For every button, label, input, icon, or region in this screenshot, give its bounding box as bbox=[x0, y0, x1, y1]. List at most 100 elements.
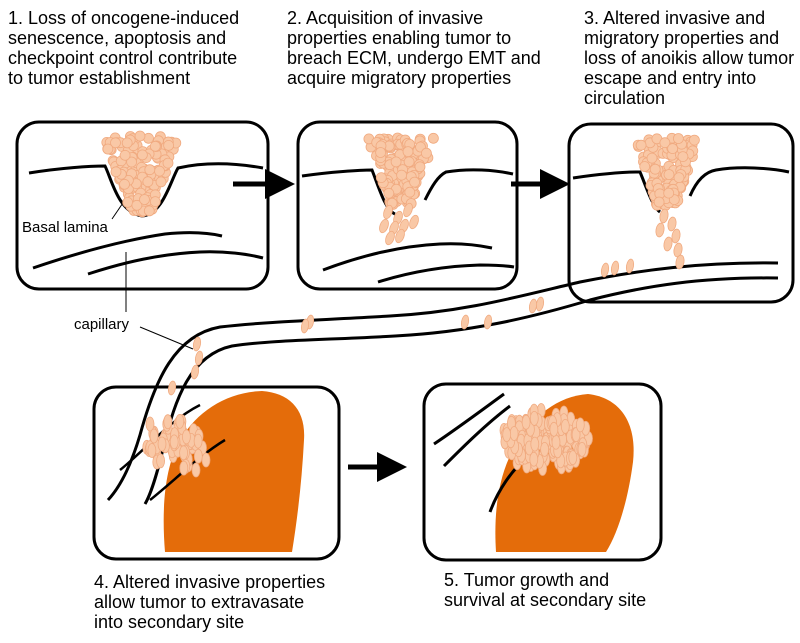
tumor-cell bbox=[300, 318, 310, 334]
tumor-cell bbox=[568, 450, 578, 466]
tumor-cell bbox=[625, 258, 635, 274]
tumor-cell bbox=[409, 176, 421, 188]
tumor-cell bbox=[549, 421, 559, 437]
tumor-cell bbox=[157, 436, 167, 452]
capillary-leader-2 bbox=[139, 326, 194, 350]
tumor-mass-1 bbox=[101, 130, 182, 218]
tumor-mass-3 bbox=[632, 132, 700, 270]
tumor-cell bbox=[671, 228, 681, 244]
tumor-cell bbox=[390, 156, 402, 168]
tumor-cell bbox=[404, 186, 416, 198]
tumor-cell bbox=[383, 204, 393, 220]
extravasating-cells-4 bbox=[142, 413, 211, 478]
tumor-cell bbox=[667, 216, 677, 232]
tumor-cell bbox=[689, 134, 700, 146]
step-4-caption: 4. Altered invasive properties allow tum… bbox=[94, 572, 326, 632]
tumor-cell bbox=[653, 196, 665, 208]
capillary-1-upper bbox=[32, 231, 223, 270]
tumor-cell bbox=[143, 205, 155, 217]
tumor-cell bbox=[403, 202, 413, 218]
tumor-cell bbox=[375, 172, 387, 184]
tumor-cell bbox=[577, 441, 587, 457]
tumor-cell bbox=[149, 196, 161, 208]
tumor-cell bbox=[126, 156, 138, 168]
tumor-cell bbox=[155, 176, 167, 188]
tumor-cell bbox=[131, 199, 143, 211]
tumor-cell bbox=[667, 143, 678, 155]
tumor-cell bbox=[145, 416, 155, 432]
tumor-cell bbox=[169, 434, 179, 450]
tumor-cell bbox=[179, 460, 189, 476]
tumor-cell bbox=[190, 364, 200, 380]
tumor-cell bbox=[575, 417, 585, 433]
tumor-cell bbox=[460, 314, 470, 330]
tumor-cell bbox=[102, 143, 114, 155]
tumor-cell bbox=[139, 194, 150, 205]
tumor-cell bbox=[649, 163, 661, 175]
tumor-cell bbox=[122, 196, 134, 208]
tumor-cell bbox=[530, 436, 540, 452]
tumor-cell bbox=[529, 410, 539, 426]
tumor-cell bbox=[414, 161, 426, 173]
tumor-cell bbox=[655, 222, 665, 238]
tumor-cell bbox=[677, 151, 689, 163]
tumor-cell bbox=[110, 166, 122, 178]
tumor-cell bbox=[179, 445, 189, 461]
tumor-cell bbox=[540, 441, 549, 457]
circulating-tumor-cells bbox=[167, 258, 635, 396]
tumor-cell bbox=[528, 298, 538, 314]
tumor-cell bbox=[663, 169, 675, 180]
tumor-cell bbox=[635, 139, 647, 151]
tumor-cell bbox=[427, 132, 439, 144]
tumor-cell bbox=[119, 178, 130, 190]
tumor-cell bbox=[402, 146, 414, 158]
tumor-cell bbox=[379, 218, 389, 234]
step-3-caption: 3. Altered invasive and migratory proper… bbox=[584, 8, 795, 108]
tumor-cell bbox=[192, 336, 202, 352]
tumor-cell bbox=[119, 149, 131, 161]
tumor-cell bbox=[502, 427, 512, 443]
capillary-2-upper bbox=[322, 242, 493, 272]
tumor-cell bbox=[149, 428, 159, 444]
capillary-2-lower bbox=[377, 263, 515, 284]
tumor-cell bbox=[396, 169, 408, 181]
step-1-caption: 1. Loss of oncogene-induced senescence, … bbox=[8, 8, 240, 88]
tumor-cell bbox=[162, 157, 174, 169]
tumor-cell bbox=[193, 448, 203, 464]
tumor-cell bbox=[395, 228, 405, 244]
tumor-cell bbox=[646, 152, 658, 164]
capillary-1-lower bbox=[87, 250, 264, 276]
tumor-cell bbox=[156, 453, 166, 469]
tumor-cell bbox=[509, 426, 519, 441]
tumor-cell bbox=[673, 133, 684, 144]
tumor-cell bbox=[201, 452, 211, 468]
tumor-cell bbox=[420, 147, 432, 159]
tumor-cell bbox=[154, 165, 165, 177]
tumor-mass-2 bbox=[363, 132, 439, 246]
tumor-cell bbox=[385, 230, 395, 246]
basal-lamina-label: Basal lamina bbox=[22, 219, 108, 236]
tumor-cell bbox=[659, 137, 671, 149]
tumor-cell bbox=[673, 242, 683, 258]
tumor-cell bbox=[149, 140, 161, 152]
tumor-cell bbox=[181, 429, 191, 445]
capillary-wall-upper bbox=[106, 261, 779, 502]
tumor-cell bbox=[639, 161, 651, 172]
tumor-cell bbox=[521, 414, 531, 430]
tumor-cell bbox=[194, 350, 204, 366]
tumor-cell bbox=[110, 137, 121, 149]
tumor-cell bbox=[659, 208, 669, 224]
step-5-caption: 5. Tumor growth and survival at secondar… bbox=[444, 570, 647, 610]
tumor-cell bbox=[375, 147, 387, 158]
tumor-cell bbox=[600, 262, 610, 278]
tumor-cell bbox=[136, 149, 148, 161]
tumor-cell bbox=[675, 254, 685, 270]
tumor-cell bbox=[134, 130, 146, 142]
tumor-cell bbox=[147, 443, 157, 458]
tumor-cell bbox=[663, 187, 675, 199]
tumor-cell bbox=[383, 187, 395, 199]
tumor-cell bbox=[163, 139, 175, 151]
vessel-5-b bbox=[442, 404, 511, 468]
tumor-cell bbox=[529, 451, 539, 467]
